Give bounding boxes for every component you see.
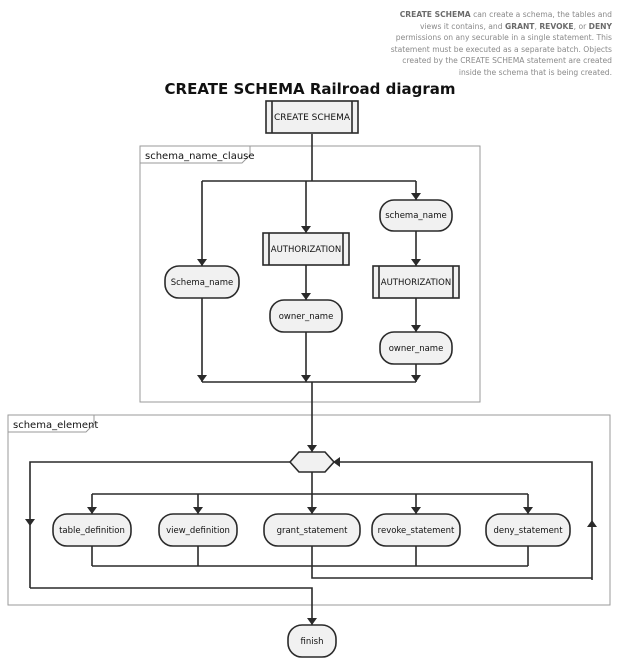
schema-name-node: Schema_name	[164, 265, 240, 299]
note-keyword-create-schema: CREATE SCHEMA	[399, 10, 471, 19]
grant-statement-node: grant_statement	[263, 513, 361, 547]
deny-statement-node: deny_statement	[485, 513, 571, 547]
schema-name-label: Schema_name	[171, 278, 234, 288]
authorization-label-1: AUTHORIZATION	[271, 245, 341, 255]
create-schema-node: CREATE SCHEMA	[265, 100, 359, 134]
schema-name-node-2: schema_name	[379, 199, 453, 232]
diagram-title: CREATE SCHEMA Railroad diagram	[164, 80, 456, 98]
connector-lines	[29, 134, 593, 625]
note-keyword-revoke: REVOKE	[539, 21, 574, 31]
note-keyword-deny: DENY	[588, 21, 612, 31]
grant-statement-label: grant_statement	[277, 526, 348, 536]
owner-name-node-2: owner_name	[379, 331, 453, 365]
loop-hub-node	[288, 451, 336, 473]
description-note: CREATE SCHEMA can create a schema, the t…	[382, 9, 612, 79]
authorization-label-2: AUTHORIZATION	[381, 278, 451, 288]
schema-name-clause-frame: schema_name_clause	[139, 145, 481, 403]
finish-label: finish	[301, 637, 324, 647]
schema-name-label-2: schema_name	[385, 211, 447, 221]
arrowheads	[25, 193, 597, 625]
note-text-2: permissions on any securable in a single…	[390, 33, 612, 77]
finish-node: finish	[287, 624, 337, 658]
owner-name-label-2: owner_name	[389, 344, 444, 354]
deny-statement-label: deny_statement	[493, 526, 563, 536]
note-sep-2: , or	[573, 21, 589, 31]
note-sep-1: ,	[534, 21, 540, 31]
note-text-1: can create a schema, the tables and view…	[419, 10, 612, 31]
create-schema-label: CREATE SCHEMA	[274, 113, 351, 123]
view-definition-node: view_definition	[158, 513, 238, 547]
revoke-statement-label: revoke_statement	[378, 526, 455, 536]
table-definition-node: table_definition	[52, 513, 132, 547]
revoke-statement-node: revoke_statement	[371, 513, 461, 547]
owner-name-node-1: owner_name	[269, 299, 343, 333]
table-definition-label: table_definition	[59, 526, 125, 536]
schema-element-label: schema_element	[13, 420, 98, 431]
view-definition-label: view_definition	[166, 526, 230, 536]
authorization-node-1: AUTHORIZATION	[262, 232, 350, 266]
note-keyword-grant: GRANT	[504, 21, 535, 31]
owner-name-label-1: owner_name	[279, 312, 334, 322]
schema-element-frame: schema_element	[7, 414, 611, 606]
authorization-node-2: AUTHORIZATION	[372, 265, 460, 299]
schema-name-clause-label: schema_name_clause	[145, 151, 255, 162]
